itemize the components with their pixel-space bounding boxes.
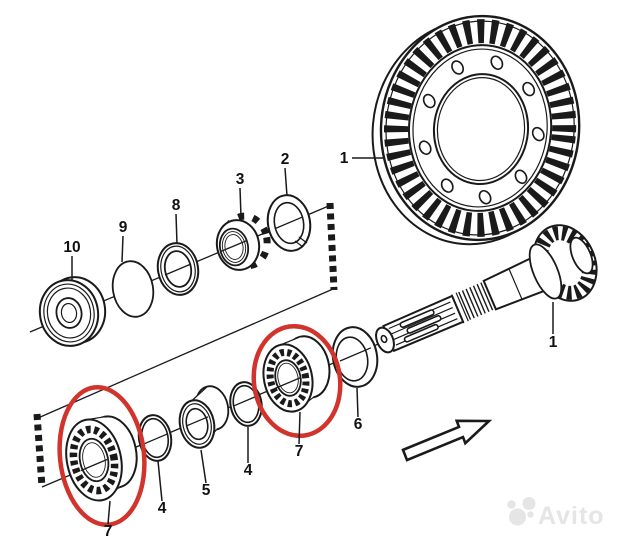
callout-1-pinion-shaft: 1 xyxy=(549,334,558,351)
callout-5: 5 xyxy=(202,482,211,499)
callout-2: 2 xyxy=(281,151,290,168)
pinion-shaft xyxy=(375,224,598,354)
highlight-oval-rear-bearing xyxy=(251,323,343,439)
callout-9: 9 xyxy=(119,219,128,236)
callout-labels: 1 1 2 3 8 9 10 6 7 4 5 4 7 xyxy=(63,150,557,540)
callout-leader-lines xyxy=(71,157,554,525)
shaft-threads xyxy=(458,281,496,320)
pinion-gear-head xyxy=(528,224,598,302)
axis-through-bores xyxy=(80,216,372,472)
watermark-text: Avito xyxy=(538,502,605,530)
callout-4-rear: 4 xyxy=(244,462,253,479)
break-line-lower xyxy=(33,413,46,488)
part-7-bearing-front xyxy=(65,415,138,502)
part-7-bearing-rear xyxy=(262,335,331,413)
break-line-upper xyxy=(326,202,338,291)
part-10-drive-flange xyxy=(38,276,107,347)
gear-teeth-ring xyxy=(383,19,577,237)
part-5-spacer-sleeve xyxy=(178,385,230,449)
callout-10: 10 xyxy=(63,239,80,256)
part-9-shim xyxy=(111,260,155,318)
callout-8: 8 xyxy=(172,197,181,214)
part-6-ring xyxy=(331,326,379,388)
crown-wheel-gear xyxy=(371,14,581,246)
callout-6: 6 xyxy=(354,416,363,433)
avito-watermark: Avito xyxy=(507,497,604,530)
shaft-splines xyxy=(388,301,458,346)
bearing-rollers xyxy=(69,425,119,495)
callout-4-front: 4 xyxy=(158,500,167,517)
callout-7-rear: 7 xyxy=(295,443,304,460)
bearing-rollers xyxy=(266,348,310,408)
callout-3: 3 xyxy=(236,171,245,188)
callout-1-crown-wheel: 1 xyxy=(340,150,349,167)
part-4-washer-front xyxy=(137,414,173,462)
callout-7-front: 7 xyxy=(104,523,113,540)
highlight-oval-front-bearing xyxy=(57,384,147,528)
direction-arrow-icon xyxy=(401,419,493,462)
gear-bolt-holes xyxy=(418,55,545,205)
avito-logo-icon xyxy=(507,497,536,526)
